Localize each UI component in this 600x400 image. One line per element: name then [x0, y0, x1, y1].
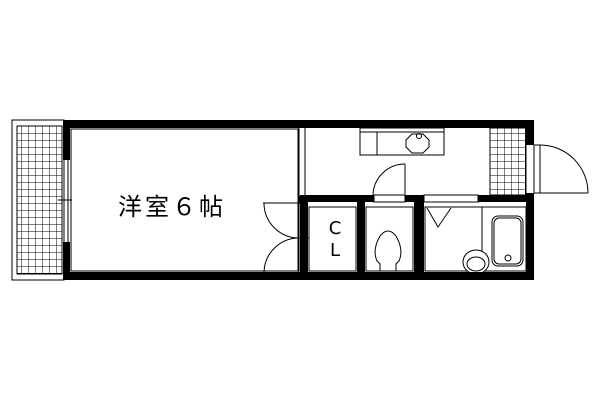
- western-room-label: 洋室６帖: [118, 193, 226, 221]
- exterior-walls: [63, 120, 534, 280]
- kitchen-sink: [359, 127, 445, 156]
- closet-label-c: C: [328, 218, 342, 239]
- entrance-door[interactable]: [533, 144, 589, 194]
- western-room: [70, 128, 299, 272]
- closet-label: C L: [324, 218, 346, 262]
- closet-label-l: L: [329, 240, 341, 261]
- bathroom: [424, 206, 527, 275]
- kitchen-wall: [300, 195, 534, 202]
- balcony-window: [58, 160, 72, 242]
- entrance-floor: [489, 127, 527, 196]
- balcony: [11, 119, 65, 281]
- toilet: [365, 206, 414, 272]
- toilet-door[interactable]: [372, 163, 406, 197]
- closet: [308, 206, 357, 272]
- room-door[interactable]: [263, 202, 306, 273]
